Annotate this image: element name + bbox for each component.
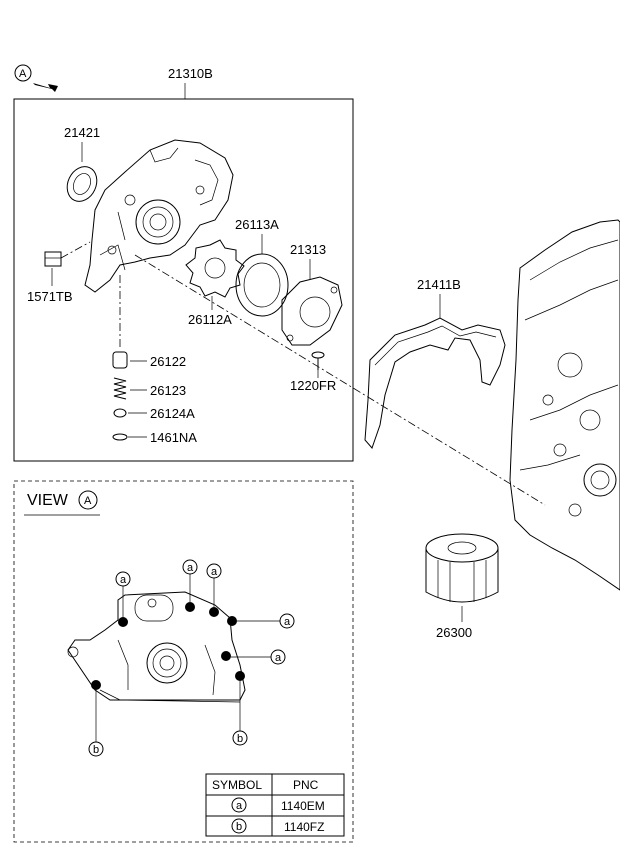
inner-rotor-26112A: [185, 239, 245, 298]
svg-text:a: a: [275, 652, 282, 664]
view-a-marker-letter: A: [19, 68, 27, 80]
table-row-2-symbol: b: [236, 821, 242, 833]
gasket-21411B: [364, 317, 506, 449]
oil-pump-assembly-box: [13, 98, 354, 462]
relief-plunger-26122: [112, 351, 128, 369]
svg-text:a: a: [187, 562, 194, 574]
label-26124A: 26124A: [150, 406, 195, 421]
snap-ring-1461NA: [112, 433, 128, 441]
callout-a-4: a: [237, 613, 295, 629]
label-1571TB: 1571TB: [27, 289, 73, 304]
label-26113A: 26113A: [235, 217, 279, 232]
view-a-pump-outline: [67, 591, 246, 703]
callout-b-2: b: [232, 681, 248, 746]
callout-a-2: a: [182, 559, 198, 602]
view-a-box: [13, 480, 354, 843]
view-arrow-icon: [33, 83, 58, 92]
bolt-a-1: [118, 617, 128, 627]
table-header-pnc: PNC: [293, 778, 319, 792]
bolt-b-1: [91, 680, 101, 690]
table-row-1-pnc: 1140EM: [281, 799, 325, 813]
relief-spring-26123: [113, 377, 127, 400]
label-21310B: 21310B: [168, 66, 213, 81]
svg-text:a: a: [284, 616, 291, 628]
oil-pump-cover: [84, 139, 234, 293]
retainer-26124A: [113, 408, 127, 418]
bolt-a-3: [209, 607, 219, 617]
label-21313: 21313: [290, 242, 326, 257]
callout-a-1: a: [115, 571, 131, 617]
symbol-pnc-table: SYMBOL PNC a 1140EM b 1140FZ: [205, 773, 345, 837]
engine-block: [509, 219, 620, 591]
label-1220FR: 1220FR: [290, 378, 336, 393]
table-row-2-pnc: 1140FZ: [284, 820, 324, 834]
label-1461NA: 1461NA: [150, 430, 197, 445]
label-26123: 26123: [150, 383, 186, 398]
svg-text:a: a: [120, 574, 127, 586]
label-26122: 26122: [150, 354, 186, 369]
view-a-marker: A: [14, 64, 58, 92]
svg-text:b: b: [93, 744, 99, 756]
label-21421: 21421: [64, 125, 100, 140]
plug-1571TB: [44, 241, 91, 267]
oil-seal-21421: [66, 166, 98, 202]
table-header-symbol: SYMBOL: [212, 778, 262, 792]
table-row-1-symbol: a: [236, 800, 243, 812]
outer-rotor-26113A: [235, 253, 289, 317]
label-26300: 26300: [436, 625, 472, 640]
callout-b-1: b: [88, 690, 104, 757]
bolt-a-5: [221, 651, 231, 661]
label-21411B: 21411B: [417, 277, 461, 292]
view-title: VIEW: [27, 492, 69, 509]
bolt-b-2: [235, 671, 245, 681]
bolt-a-4: [227, 616, 237, 626]
callout-a-5: a: [231, 649, 286, 665]
callout-a-3: a: [206, 563, 222, 607]
pump-cover-plate-21313: [281, 276, 343, 346]
bolt-a-2: [185, 602, 195, 612]
svg-text:b: b: [237, 733, 243, 745]
screw-1220FR: [311, 351, 325, 370]
svg-text:a: a: [211, 566, 218, 578]
view-title-letter: A: [84, 495, 92, 507]
label-26112A: 26112A: [188, 312, 232, 327]
oil-filter-26300: [425, 533, 499, 603]
